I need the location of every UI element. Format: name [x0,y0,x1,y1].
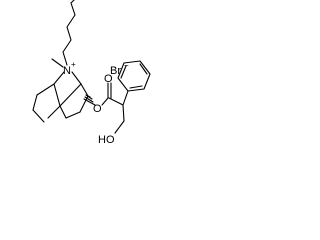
hashed-bond [83,94,96,106]
tropane-skeleton [32,71,89,123]
bromide-charge: − [124,61,129,70]
nitrogen-charge: + [71,60,76,69]
phenyl-ring [117,60,151,92]
n-methyl-bond [51,58,64,68]
nitrogen-label: N [63,65,71,77]
hydroxyl-label: HO [98,134,115,146]
chemical-structure: N + Br − O O HO [32,0,151,146]
carbonyl-oxygen-label: O [104,73,113,85]
bromide-label: Br [110,65,121,77]
ester-group [101,82,124,106]
octyl-chain [62,0,76,66]
tropic-acid-chain [114,90,129,134]
ester-oxygen-label: O [93,103,102,115]
